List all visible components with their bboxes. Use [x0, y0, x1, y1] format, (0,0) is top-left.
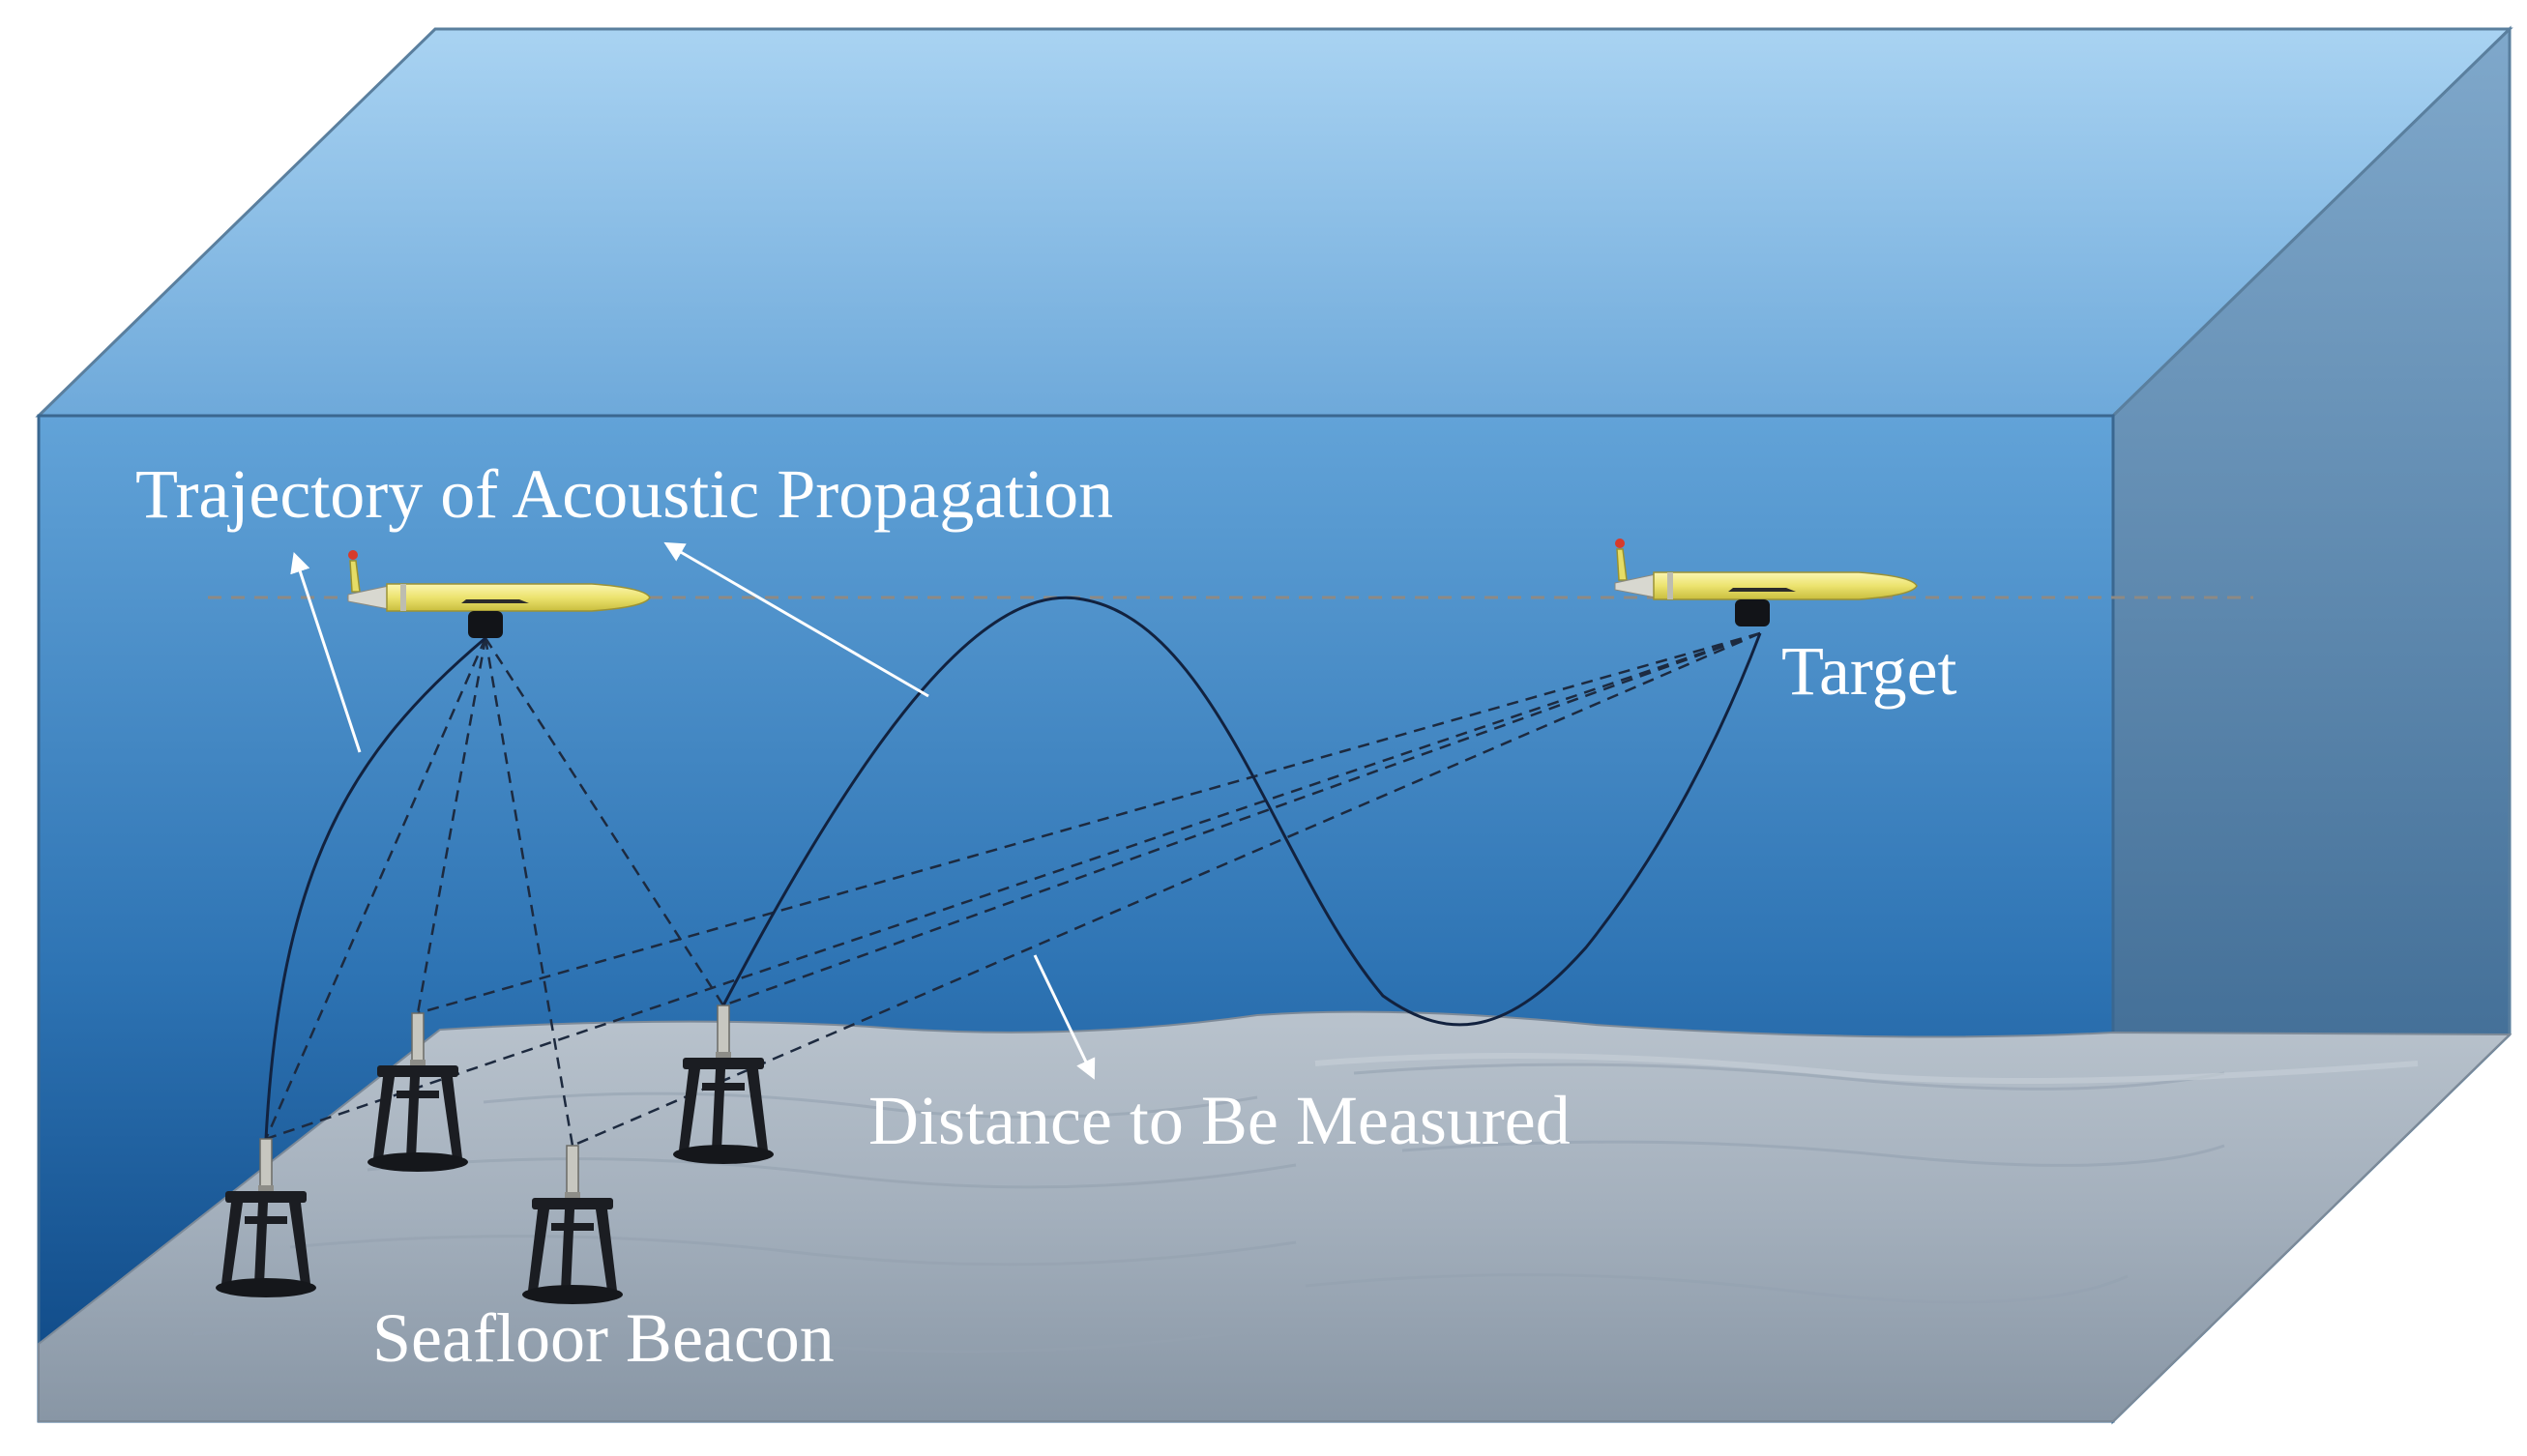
seafloor-ridge: [1314, 1053, 2419, 1084]
distance-lines-left-vehicle: [264, 637, 725, 1147]
distance-lines-target-vehicle: [265, 631, 1761, 1148]
annotation-arrow-icon: [1033, 954, 1096, 1080]
label-target: Target: [1781, 632, 1957, 710]
acoustic-trajectory-left: [264, 636, 486, 1140]
annotation-arrow-icon: [290, 552, 362, 753]
acoustic-trajectory-wave: [721, 596, 1762, 1027]
annotation-arrow-icon: [663, 541, 929, 698]
label-distance: Distance to Be Measured: [868, 1082, 1571, 1159]
label-beacon: Seafloor Beacon: [372, 1299, 835, 1377]
sand-ripples: [192, 1063, 2225, 1354]
label-trajectory: Trajectory of Acoustic Propagation: [135, 455, 1113, 533]
water-top-face: [35, 27, 2513, 418]
seafloor: [38, 1010, 2512, 1422]
